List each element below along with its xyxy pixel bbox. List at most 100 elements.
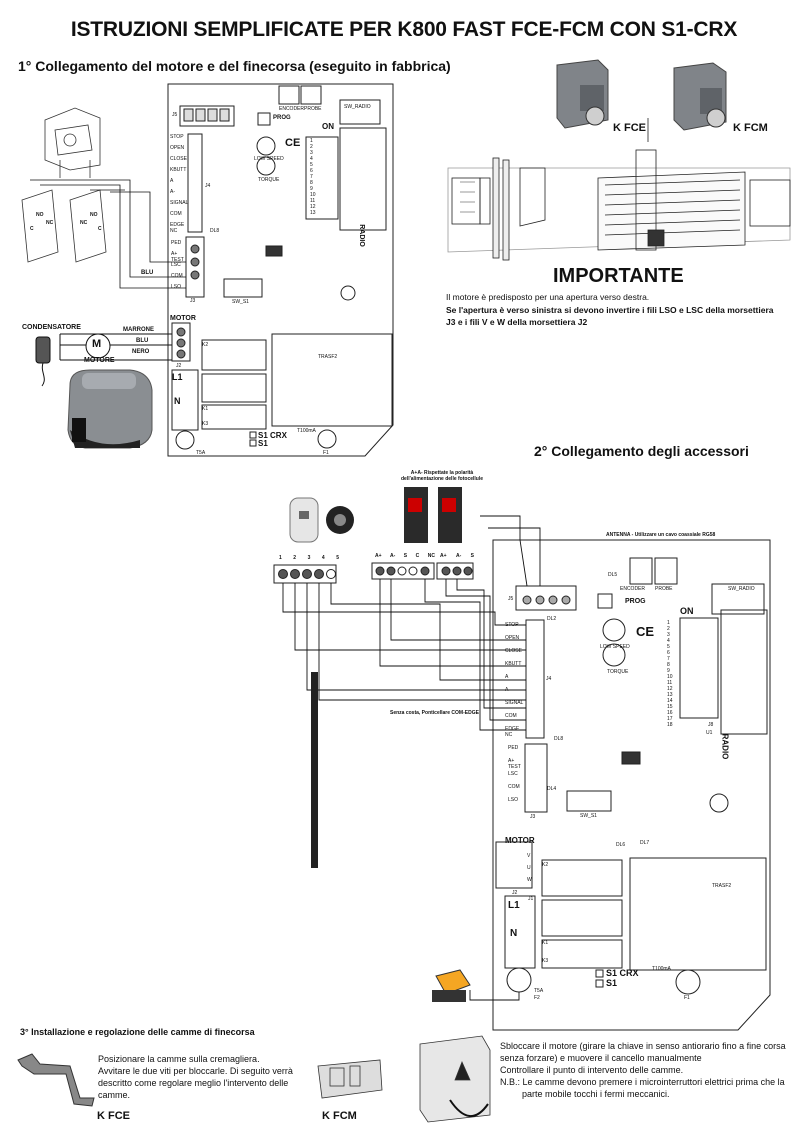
b1-dip-6: 6 xyxy=(310,168,313,174)
control-board-2 xyxy=(492,539,771,1031)
b2-input-open: OPEN xyxy=(505,635,520,641)
wire-blu-2: BLU xyxy=(141,270,154,276)
motor-symbol: M xyxy=(92,338,102,350)
wire-blu: BLU xyxy=(136,338,149,344)
label-kfce-top: K FCE xyxy=(613,122,646,134)
accessory-photos xyxy=(289,487,462,543)
b1-dip-3: 3 xyxy=(310,150,313,156)
b2-motor-v: V xyxy=(527,853,531,859)
motore-label: MOTORE xyxy=(84,357,115,364)
b2-motor-label: MOTOR xyxy=(505,836,535,845)
b1-radio: RADIO xyxy=(357,224,365,247)
b1-input-test: A+ TEST xyxy=(171,251,184,263)
b2-input-lsc: LSC xyxy=(508,771,518,777)
accessory-wires xyxy=(282,515,541,1001)
photo-tx-s: S xyxy=(403,553,408,559)
b2-dip-11: 11 xyxy=(667,680,673,686)
b1-k2: K2 xyxy=(202,342,209,348)
unlock-line5: parte mobile tocchi i fermi meccanici. xyxy=(522,1089,670,1099)
b2-dip-12: 12 xyxy=(667,686,673,692)
b2-n: N xyxy=(510,928,518,939)
b1-dip-13: 13 xyxy=(310,210,316,216)
b2-dip-8: 8 xyxy=(667,662,670,668)
motor-photo xyxy=(67,369,153,449)
b2-dip-17: 17 xyxy=(667,716,673,722)
cam-label-kfcm: K FCM xyxy=(322,1110,357,1122)
b1-t5a: T5A xyxy=(196,450,206,456)
b2-l1: L1 xyxy=(508,900,520,911)
b2-f2: F2 xyxy=(534,995,540,1001)
b1-dip-11: 11 xyxy=(310,198,316,204)
b1-input-signal: SIGNAL xyxy=(170,200,189,206)
b2-probe: PROBE xyxy=(655,586,673,592)
b2-k2: K2 xyxy=(542,862,549,868)
b2-s1: S1 xyxy=(606,978,618,988)
b2-motor-u: U xyxy=(527,865,531,871)
important-heading: IMPORTANTE xyxy=(553,265,684,287)
unlock-line2: senza forzare) e muovere il cancello man… xyxy=(500,1053,702,1063)
photo-rx-terminals: A+ A- S xyxy=(440,553,474,559)
b1-t100ma: T100mA xyxy=(297,428,316,434)
important-line2: Se l'apertura è verso sinistra si devono… xyxy=(446,304,774,315)
antenna-note: ANTENNA - Utilizzare un cavo coassiale R… xyxy=(606,532,716,538)
b1-low-speed: LOW SPEED xyxy=(254,156,284,162)
b2-dl8: DL8 xyxy=(554,736,564,742)
b2-j8: J8 xyxy=(708,722,714,728)
b1-input-list-bottom: PED A+ TEST LSC COM LSO xyxy=(171,240,191,295)
switch1-no: NO xyxy=(36,212,44,218)
b1-j4: J4 xyxy=(205,183,211,189)
b1-n: N xyxy=(174,396,181,406)
important-text: Il motore è predisposto per una apertura… xyxy=(446,291,796,329)
b1-l1: L1 xyxy=(172,372,183,382)
b1-on: ON xyxy=(322,122,334,131)
b1-k1: K1 xyxy=(202,406,209,412)
b1-dip-5: 5 xyxy=(310,162,313,168)
b2-s1crx: S1 CRX xyxy=(606,968,639,978)
b2-on: ON xyxy=(680,606,694,616)
b1-input-lso: LSO xyxy=(171,284,182,290)
b2-dip-5: 5 xyxy=(667,644,670,650)
motor-terminal-label: MOTOR xyxy=(170,315,196,322)
switch1-nc: NC xyxy=(46,220,54,226)
b1-dip-12: 12 xyxy=(310,204,316,210)
b2-dl2: DL2 xyxy=(547,616,557,622)
b2-dip-numbers: 1 2 3 4 5 6 7 8 9 10 11 12 13 14 15 16 1… xyxy=(667,620,681,728)
b2-dip-3: 3 xyxy=(667,632,670,638)
b2-dl4: DL4 xyxy=(547,786,557,792)
b2-input-a-minus: A- xyxy=(505,687,510,693)
b2-input-kbutt: KBUTT xyxy=(505,661,522,667)
b1-j3: J3 xyxy=(190,298,196,304)
b1-sw-s1: SW_S1 xyxy=(232,299,249,305)
photo-tx-c: C xyxy=(415,553,420,559)
b1-input-list: STOP OPEN CLOSE KBUTT A A- SIGNAL COM ED… xyxy=(170,134,190,234)
terminal-numbers: 1 2 3 4 5 xyxy=(279,555,339,561)
b2-input-edge: EDGE NC xyxy=(505,726,520,738)
polarity-note: A+A- Rispettate la polarità dell'aliment… xyxy=(382,470,502,482)
b2-input-signal: SIGNAL xyxy=(505,700,524,706)
unlock-line4: N.B.: Le camme devono premere i microint… xyxy=(500,1077,785,1087)
b1-input-stop: STOP xyxy=(170,134,184,140)
product-photo-kfcm xyxy=(673,62,727,131)
b1-input-com: COM xyxy=(170,211,182,217)
edge-note: Senza costa, Ponticellare COM-EDGE xyxy=(390,710,479,716)
b2-input-close: CLOSE xyxy=(505,648,522,654)
b2-input-com: COM xyxy=(505,713,517,719)
b1-sw-radio: SW_RADIO xyxy=(344,104,371,110)
b2-input-list: STOP OPEN CLOSE KBUTT A A- SIGNAL COM ED… xyxy=(505,622,525,739)
b2-dip-16: 16 xyxy=(667,710,673,716)
b2-dip-10: 10 xyxy=(667,674,673,680)
control-board-1 xyxy=(167,83,394,457)
b2-motor-w: W xyxy=(527,877,532,883)
unlock-drawing xyxy=(419,1035,491,1123)
flashing-lamp xyxy=(432,969,471,1002)
gate-illustration xyxy=(447,118,791,261)
limit-switch-illustration xyxy=(21,107,186,289)
b1-ce: CE xyxy=(285,137,301,149)
b2-dl6: DL6 xyxy=(616,842,626,848)
wire-nero: NERO xyxy=(132,349,150,355)
cam-install-text: Posizionare la camme sulla cremagliera. … xyxy=(98,1053,308,1101)
b2-radio: RADIO xyxy=(720,733,730,760)
b1-s1: S1 xyxy=(258,439,268,448)
cam-label-kfce: K FCE xyxy=(97,1110,130,1122)
b1-input-ped: PED xyxy=(171,240,182,246)
